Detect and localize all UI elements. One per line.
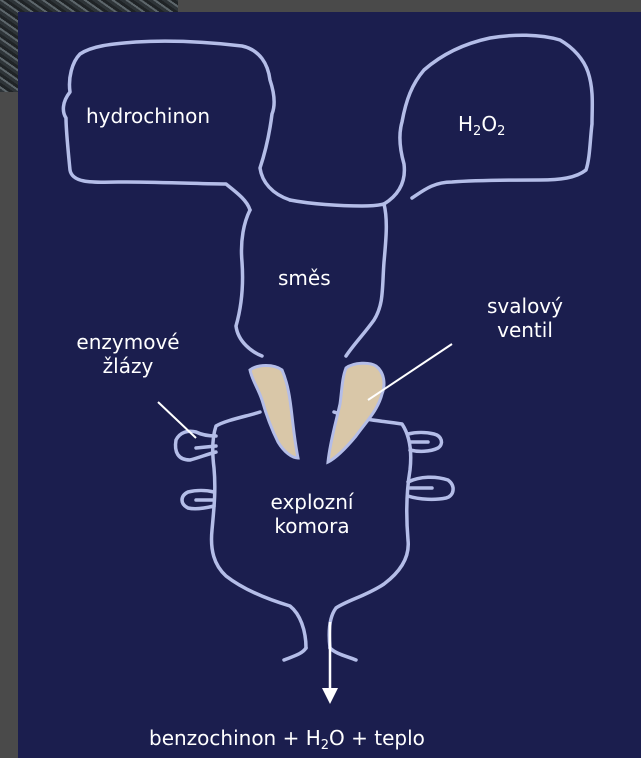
peroxide-sub2: 2 <box>497 124 505 139</box>
nozzle-right-flare <box>330 648 356 660</box>
products-part1: benzochinon + H <box>149 726 321 750</box>
label-peroxide: H2O2 <box>458 112 505 136</box>
products-sub: 2 <box>321 738 329 753</box>
peroxide-o: O <box>481 112 497 136</box>
enzyme-gland-upper-left-inner <box>196 446 216 448</box>
enzyme-glands-line2: žlázy <box>58 354 198 378</box>
outflow-arrow-head <box>322 688 338 704</box>
chamber-line2: komora <box>246 514 378 538</box>
muscle-valve-line1: svalový <box>470 294 580 318</box>
products-part2: O + teplo <box>329 726 425 750</box>
pointer-enzyme-glands <box>158 402 196 438</box>
peroxide-h: H <box>458 112 473 136</box>
nozzle-left-flare <box>284 648 306 660</box>
label-mixture: směs <box>278 266 331 290</box>
duct-top-connector <box>290 200 384 206</box>
label-products: benzochinon + H2O + teplo <box>149 726 425 750</box>
enzyme-glands-line1: enzymové <box>58 330 198 354</box>
label-enzyme-glands: enzymové žlázy <box>58 330 198 378</box>
muscle-valve-line2: ventil <box>470 318 580 342</box>
mixing-duct-right-outline <box>346 204 386 356</box>
mixing-duct-left-outline <box>236 210 262 356</box>
label-hydroquinone: hydrochinon <box>86 104 210 128</box>
chamber-line1: explozní <box>246 490 378 514</box>
label-muscle-valve: svalový ventil <box>470 294 580 342</box>
label-explosion-chamber: explozní komora <box>246 490 378 538</box>
